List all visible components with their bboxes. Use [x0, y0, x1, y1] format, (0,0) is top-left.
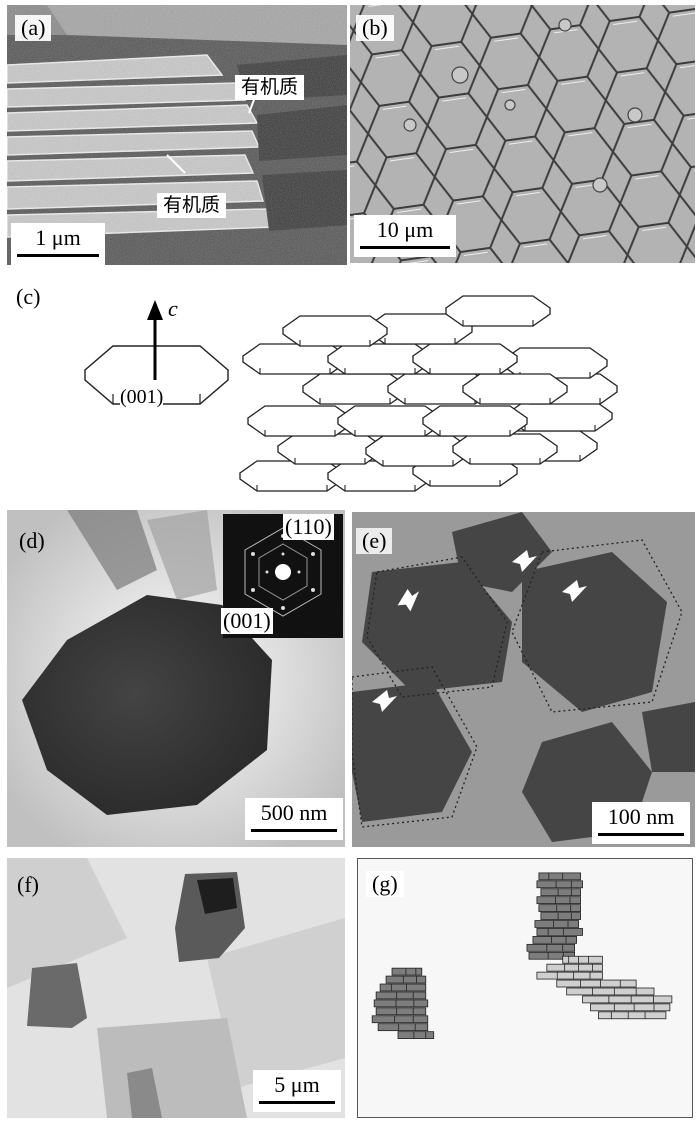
dark-tablet-stack-left: [27, 963, 87, 1028]
panel-b-scale-text: 10 μm: [376, 217, 434, 242]
panel-e-particles: [352, 512, 695, 847]
panel-c-label: (c): [16, 284, 41, 309]
tablet-row: [373, 999, 429, 1008]
tablet-row: [536, 880, 583, 889]
tablet-row: [566, 987, 655, 996]
stacked-tablets: [239, 295, 618, 492]
tablet-row: [377, 1023, 429, 1032]
panel-a-label: (a): [15, 15, 52, 41]
tablet-row: [582, 995, 673, 1004]
panel-f-label: (f): [17, 872, 39, 897]
panel-d-scale-line: [251, 829, 337, 832]
panel-e-label: (e): [356, 528, 393, 554]
inset-label-110: (110): [283, 514, 334, 540]
panel-a-sem-image: (a) 有机质 有机质 1 μm: [7, 5, 347, 265]
panel-f-microscopy-image: (f) 5 μm: [7, 858, 345, 1118]
tablet-row: [385, 975, 427, 984]
tablet-row: [379, 983, 427, 992]
tablet-row: [375, 991, 427, 1000]
facet-001-label: (001): [120, 386, 164, 409]
panel-d-tem-image: (d) (110) (001) 500 nm: [7, 510, 345, 847]
tablet-row: [562, 955, 603, 964]
panel-b-label: (b): [356, 15, 394, 41]
panel-a-scale-text: 1 μm: [35, 225, 81, 250]
tablet-row: [590, 1003, 671, 1012]
panel-e-scale-bar: 100 nm: [592, 802, 690, 844]
tablet-row: [536, 928, 583, 936]
tablet-row: [538, 872, 581, 881]
panel-g-tablet-stacks: [371, 872, 673, 1040]
panel-f-scale-bar: 5 μm: [253, 1070, 341, 1112]
tablet-row: [598, 1011, 667, 1020]
panel-b-scale-bar: 10 μm: [354, 215, 456, 257]
panel-d-scale-text: 500 nm: [260, 800, 328, 825]
panel-f-scale-text: 5 μm: [274, 1072, 320, 1097]
c-axis-arrow-head: [147, 300, 163, 320]
panel-g-label: (g): [366, 871, 404, 897]
hexagonal-particle: [22, 595, 272, 815]
panel-e-scale-line: [598, 833, 684, 836]
panel-a-scale-bar: 1 μm: [11, 223, 105, 265]
tablet-row: [556, 979, 637, 988]
panel-f-scale-line: [259, 1101, 335, 1104]
panel-d-label: (d): [19, 528, 45, 553]
panel-d-particle: [7, 510, 345, 847]
organic-matter-label-bottom: 有机质: [157, 193, 227, 218]
tablet-row: [536, 971, 603, 980]
panel-b-sem-image: (b) 10 μm: [350, 5, 695, 263]
panel-e-tem-image: (e) 100 nm: [352, 512, 695, 847]
inset-label-001: (001): [221, 608, 273, 634]
tablet-row: [534, 920, 579, 928]
panel-g-schematic: (g): [357, 858, 693, 1118]
tablet-row: [391, 967, 423, 976]
panel-c-schematic: (c) c (001): [0, 268, 700, 504]
tablet-row: [526, 943, 576, 952]
c-axis-label: c: [168, 296, 178, 321]
tablet-row: [371, 1015, 429, 1024]
tablet-row: [536, 896, 581, 905]
panel-a-scale-line: [17, 254, 99, 257]
tablet-row: [540, 912, 581, 920]
panel-b-scale-line: [360, 246, 450, 249]
tablet-row: [532, 936, 577, 944]
organic-matter-label-top: 有机质: [235, 75, 305, 100]
tablet-row: [538, 904, 581, 912]
tablet-row: [375, 1007, 427, 1016]
tablet-row: [546, 963, 603, 972]
tablet-row: [540, 888, 581, 897]
panel-e-scale-text: 100 nm: [607, 804, 675, 829]
panel-c-diagram: [83, 295, 618, 492]
tablet-row: [397, 1031, 435, 1040]
panel-d-scale-bar: 500 nm: [245, 798, 343, 840]
